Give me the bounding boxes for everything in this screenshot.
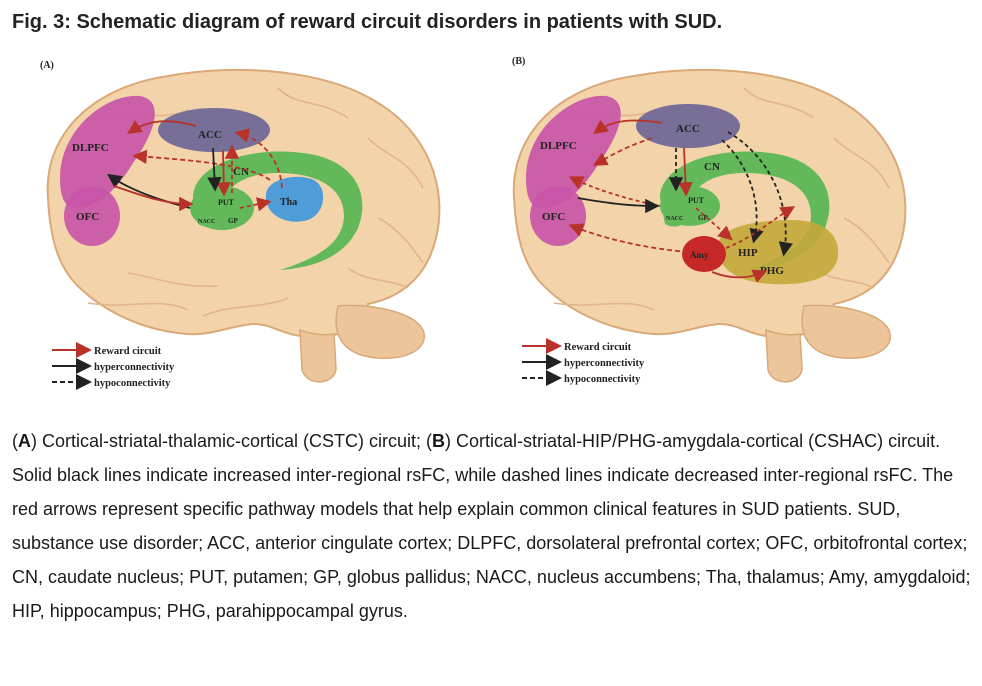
ofc-region: OFC (64, 186, 120, 246)
dlpfc-label: DLPFC (72, 142, 109, 154)
ofc-label: OFC (542, 211, 565, 223)
legend-reward-label: Reward circuit (564, 342, 632, 353)
figure-caption: (A) Cortical-striatal-thalamic-cortical … (12, 431, 971, 621)
hip-label: HIP (738, 247, 758, 259)
caption-a-label: A (18, 431, 31, 451)
nacc-label: NACC (198, 219, 215, 225)
amygdala-region: Amy (682, 236, 726, 272)
gp-label: GP (698, 214, 708, 222)
legend-hypo-label: hypoconnectivity (564, 374, 641, 385)
legend-hypoconnectivity: hypoconnectivity (52, 374, 171, 390)
acc-region: ACC (158, 108, 270, 152)
amy-label: Amy (690, 250, 709, 260)
striatum-region: CN PUT NACC GP (190, 151, 363, 270)
legend-reward-circuit: Reward circuit (52, 342, 162, 358)
caption-b-text: ) Cortical-striatal-HIP/PHG-amygdala-cor… (12, 431, 971, 621)
caption-a-text: ) Cortical-striatal-thalamic-cortical (C… (31, 431, 433, 451)
panel-a-diagram: (A) DLPFC (40, 60, 441, 390)
dlpfc-label: DLPFC (540, 140, 577, 152)
legend-reward-label: Reward circuit (94, 346, 162, 357)
legend-hyperconnectivity: hyperconnectivity (52, 358, 175, 374)
connections (568, 119, 796, 283)
legend: Reward circuit hyperconnectivity hypocon… (522, 338, 645, 386)
panel-b: (B) DLPFC OFC A (492, 48, 962, 398)
panel-a-label: (A) (40, 60, 54, 71)
panel-b-diagram: (B) DLPFC OFC A (512, 56, 907, 386)
striatum-region: CN PUT NACC GP (660, 151, 830, 270)
tha-label: Tha (280, 197, 297, 208)
legend-hyperconnectivity: hyperconnectivity (522, 354, 645, 370)
legend-hypo-label: hypoconnectivity (94, 378, 171, 389)
acc-label: ACC (676, 123, 700, 135)
acc-region: ACC (636, 104, 740, 148)
put-label: PUT (688, 196, 705, 205)
cn-label: CN (233, 166, 249, 178)
hippocampus-region: HIP PHG (718, 220, 839, 285)
connections (107, 120, 283, 212)
caption-b-label: B (432, 431, 446, 451)
ofc-region: OFC (530, 186, 586, 246)
panel-b-label: (B) (512, 56, 525, 67)
legend-hypoconnectivity: hypoconnectivity (522, 370, 641, 386)
phg-label: PHG (760, 265, 784, 277)
thalamus-region: Tha (265, 176, 324, 222)
gp-label: GP (228, 217, 238, 225)
legend: Reward circuit hyperconnectivity hypocon… (52, 342, 175, 390)
cn-label: CN (704, 161, 720, 173)
panel-a: (A) DLPFC (18, 48, 488, 398)
acc-label: ACC (198, 129, 222, 141)
nacc-label: NACC (666, 216, 683, 222)
figure-title: Fig. 3: Schematic diagram of reward circ… (12, 11, 723, 33)
legend-hyper-label: hyperconnectivity (94, 362, 175, 373)
legend-hyper-label: hyperconnectivity (564, 358, 645, 369)
legend-reward-circuit: Reward circuit (522, 338, 632, 354)
put-label: PUT (218, 198, 235, 207)
ofc-label: OFC (76, 211, 99, 223)
